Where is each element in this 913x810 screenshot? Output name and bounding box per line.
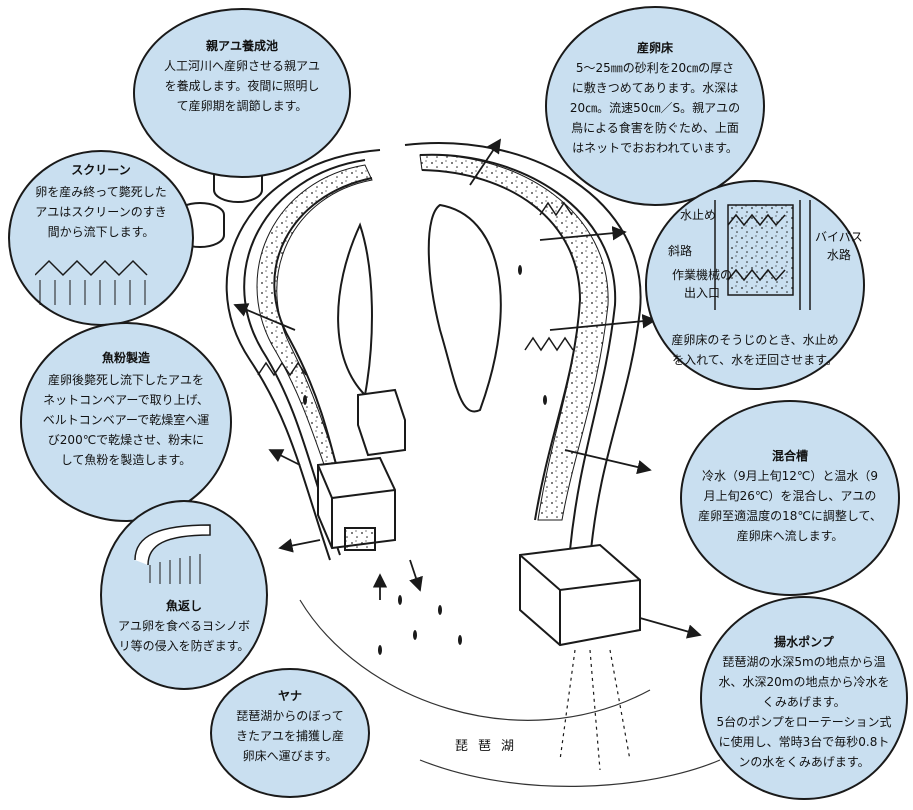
screen-text: 卵を産み終って斃死した アユはスクリーンのすき 間から流下します。 [35,185,167,239]
bypass-label-stop: 水止め [680,208,717,222]
parent-ayu-pond-title: 親アユ養成池 [205,39,278,53]
bypass-text: 産卵床のそうじのとき、水止め を入れて、水を迂回させます。 [671,333,839,367]
screen-title: スクリーン [71,163,131,177]
fish-return-title: 魚返し [165,599,202,613]
bubble-mixing-tank [680,400,900,596]
bubble-pump [700,596,908,800]
spawning-bed-text: 5～25㎜の砂利を20㎝の厚さ に敷きつめてあります。水深は 20㎝。流速50㎝… [569,61,741,155]
bubble-screen [8,150,194,326]
fishmeal-plant [317,388,406,551]
mixing-tank-text: 冷水（9月上旬12℃）と温水（9 月上旬26℃）を混合し、アユの 産卵至適温度の… [698,469,882,543]
lake-label: 琵琶湖 [455,739,525,754]
flow-arrows [233,138,702,639]
bubble-parent-ayu-pond [133,8,351,178]
bubble-fishmeal [20,322,232,522]
bubble-spawning-bed [545,6,765,206]
bypass-label-slope: 斜路 [668,244,693,258]
spawning-bed-title: 産卵床 [636,41,673,55]
spawning-bed-right [419,154,609,521]
fishmeal-text: 産卵後斃死し流下したアユを ネットコンベアーで取り上げ、 ベルトコンベアーで乾燥… [42,373,210,467]
yana-title: ヤナ [277,689,302,703]
fishmeal-title: 魚粉製造 [101,351,150,365]
fish-return-illustration [134,524,211,584]
bypass-label-channel: バイパス 水路 [815,230,863,262]
parent-ayu-pond-text: 人工河川へ産卵させる親アユ を養成します。夜間に照明し て産卵期を調節します。 [163,59,320,113]
pump-text: 琵琶湖の水深5mの地点から温 水、水深20mの地点から冷水を くみあげます。 5… [716,655,892,769]
pump-title: 揚水ポンプ [774,635,834,649]
central-island-left [337,222,373,398]
mixing-tank-title: 混合槽 [771,449,808,463]
fish-return-text: アユ卵を食べるヨシノボ リ等の侵入を防ぎます。 [117,619,250,653]
bypass-illustration [714,200,811,310]
screen-marks [257,201,574,377]
central-island [427,203,502,413]
lake-water [299,599,721,787]
bypass-label-entrance: 作業機械の 出入口 [672,268,733,300]
bubble-yana [210,668,370,798]
pump-pipes [559,649,631,771]
screen-illustration [35,259,148,305]
mixing-tank [519,543,641,647]
fish-marks [303,265,547,655]
yana-text: 琵琶湖からのぼって きたアユを捕獲し産 卵床へ運びます。 [235,709,344,763]
